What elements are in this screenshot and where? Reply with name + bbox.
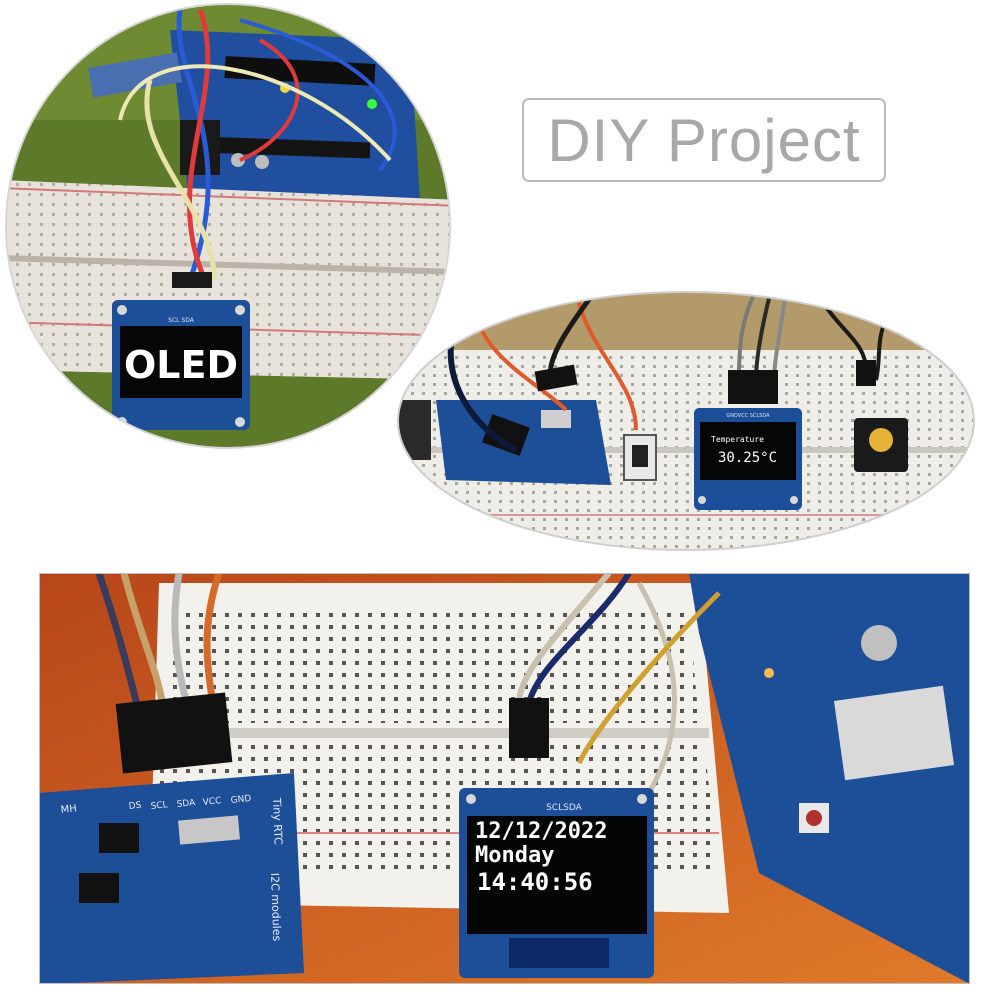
title-text: DIY Project xyxy=(547,106,861,174)
oled1-text: OLED xyxy=(124,343,238,387)
oled1-screen xyxy=(120,326,242,398)
photo-arduino-oled: SCL SDA OLED xyxy=(5,3,451,449)
rtc-pin-vcc: VCC xyxy=(202,796,222,808)
oled3-screen xyxy=(467,816,647,934)
oled3-header-label: SCLSDA xyxy=(546,803,582,813)
rtc-pin-gnd: GND xyxy=(230,794,252,806)
rtc-board-label: Tiny RTC xyxy=(270,797,285,846)
oled3-day: Monday xyxy=(475,843,554,868)
photo-nano-temperature: GNDVCC SCLSDA Temperature 30.25°C xyxy=(397,291,975,551)
title-box: DIY Project xyxy=(522,98,886,182)
wire-yellow xyxy=(144,79,218,281)
header-connector xyxy=(115,692,233,774)
oled2-title: Temperature xyxy=(711,435,764,444)
green-led xyxy=(367,99,377,109)
rtc-pin-sda: SDA xyxy=(176,798,196,810)
rtc-module xyxy=(39,773,304,984)
oled1-header-label: SCL SDA xyxy=(168,317,195,324)
rtc-pin-scl: SCL xyxy=(150,800,168,812)
photo-rtc-clock: DS SCL SDA VCC GND MH Tiny RTC I2C modul… xyxy=(39,573,970,984)
rtc-modules-label: I2C modules xyxy=(268,873,283,942)
oled2-screen xyxy=(700,422,796,480)
arduino-board xyxy=(689,573,970,984)
oled2-header-label: GNDVCC SCLSDA xyxy=(726,413,770,419)
oled2-value: 30.25°C xyxy=(718,450,777,466)
push-button-cap xyxy=(869,428,893,452)
oled3-date: 12/12/2022 xyxy=(475,819,607,844)
rtc-pin-ds: DS xyxy=(128,801,142,812)
wire-red xyxy=(187,9,211,282)
rtc-mark: MH xyxy=(60,803,77,816)
oled3-time: 14:40:56 xyxy=(477,868,593,896)
